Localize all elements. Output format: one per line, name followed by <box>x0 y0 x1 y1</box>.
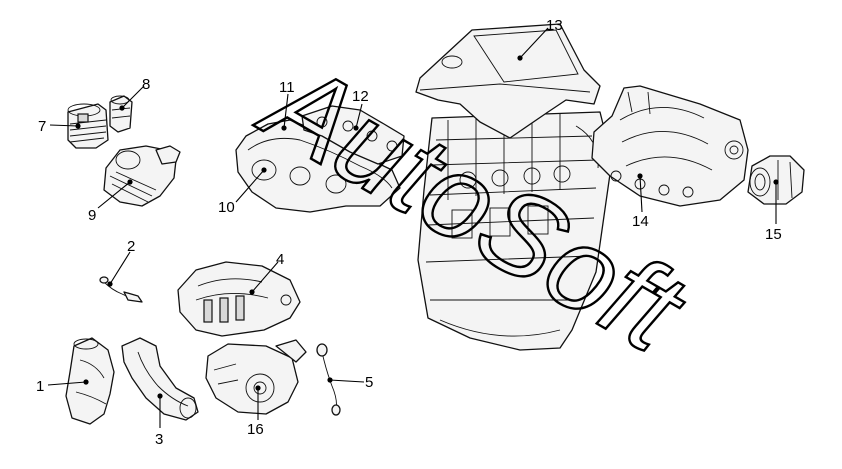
filter-element <box>109 95 133 133</box>
leader-lines <box>47 27 779 428</box>
turbo-elbow <box>65 337 115 425</box>
engine-assembly <box>417 111 613 351</box>
exhaust-manifold-group <box>235 105 405 213</box>
heat-shield <box>177 261 301 337</box>
callout-4: 4 <box>276 251 284 268</box>
callout-16: 16 <box>247 421 264 438</box>
intake-manifold <box>591 85 749 207</box>
callout-8: 8 <box>142 76 150 93</box>
oxygen-sensor <box>99 276 143 303</box>
callout-2: 2 <box>127 238 135 255</box>
turbocharger <box>205 339 307 415</box>
callout-14: 14 <box>632 213 649 230</box>
oil-filter-housing <box>103 145 181 207</box>
oil-return-pipe <box>316 343 341 416</box>
oil-filter <box>67 103 109 149</box>
callout-1: 1 <box>36 378 44 395</box>
callout-7: 7 <box>38 118 46 135</box>
callout-10: 10 <box>218 199 235 216</box>
callout-3: 3 <box>155 431 163 448</box>
callout-15: 15 <box>765 226 782 243</box>
callout-12: 12 <box>352 88 369 105</box>
callout-labels: 1 2 3 4 5 7 8 9 10 11 12 13 14 15 16 <box>36 17 782 448</box>
callout-11: 11 <box>279 79 295 96</box>
intake-hose <box>121 337 199 421</box>
callout-5: 5 <box>365 374 373 391</box>
rocker-cover <box>415 23 601 139</box>
callout-9: 9 <box>88 207 96 224</box>
callout-13: 13 <box>546 17 563 34</box>
